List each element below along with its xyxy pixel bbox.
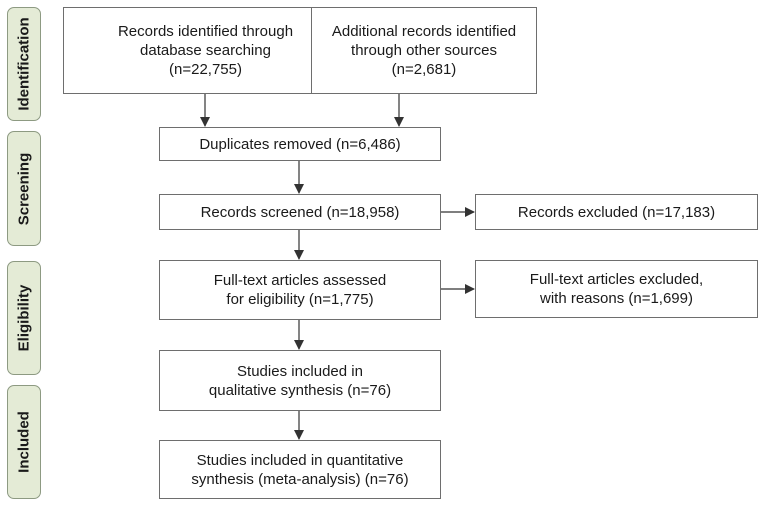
records-screened-text: Records screened (n=18,958) — [200, 203, 400, 221]
fulltext-assessed-box: Full-text articles assessed for eligibil… — [159, 260, 441, 320]
fulltext-excluded-line2: with reasons (n=1,699) — [539, 290, 693, 307]
other-records-box: Additional records identified through ot… — [311, 7, 537, 94]
duplicates-removed-box: Duplicates removed (n=6,486) — [159, 127, 441, 161]
stage-identification: Identification — [7, 7, 41, 121]
qualitative-line1: Studies included in — [237, 362, 363, 380]
database-records-count: (n=22,755) — [169, 61, 242, 78]
database-records-line2: database searching — [140, 42, 271, 59]
stage-eligibility: Eligibility — [7, 261, 41, 375]
qualitative-synthesis-box: Studies included in qualitative synthesi… — [159, 350, 441, 411]
fulltext-excluded-line1: Full-text articles excluded, — [529, 271, 704, 288]
database-records-line1: Records identified through — [117, 23, 294, 40]
quantitative-line1: Studies included in quantitative — [196, 451, 404, 469]
duplicates-removed-text: Duplicates removed (n=6,486) — [199, 135, 401, 153]
quantitative-synthesis-box: Studies included in quantitative synthes… — [159, 440, 441, 499]
records-excluded-text: Records excluded (n=17,183) — [517, 203, 716, 221]
fulltext-excluded-box: Full-text articles excluded, with reason… — [475, 260, 758, 318]
qualitative-line2: qualitative synthesis (n=76) — [208, 381, 392, 399]
fulltext-assessed-line2: for eligibility (n=1,775) — [226, 291, 374, 308]
other-records-line1: Additional records identified — [331, 23, 517, 40]
other-records-line2: through other sources — [351, 42, 497, 59]
records-excluded-box: Records excluded (n=17,183) — [475, 194, 758, 230]
stage-screening: Screening — [7, 131, 41, 246]
quantitative-line2: synthesis (meta-analysis) (n=76) — [191, 470, 409, 488]
stage-included: Included — [7, 385, 41, 499]
database-records-box: Records identified through database sear… — [63, 7, 348, 94]
other-records-count: (n=2,681) — [391, 61, 457, 78]
fulltext-assessed-line1: Full-text articles assessed — [213, 272, 387, 289]
records-screened-box: Records screened (n=18,958) — [159, 194, 441, 230]
